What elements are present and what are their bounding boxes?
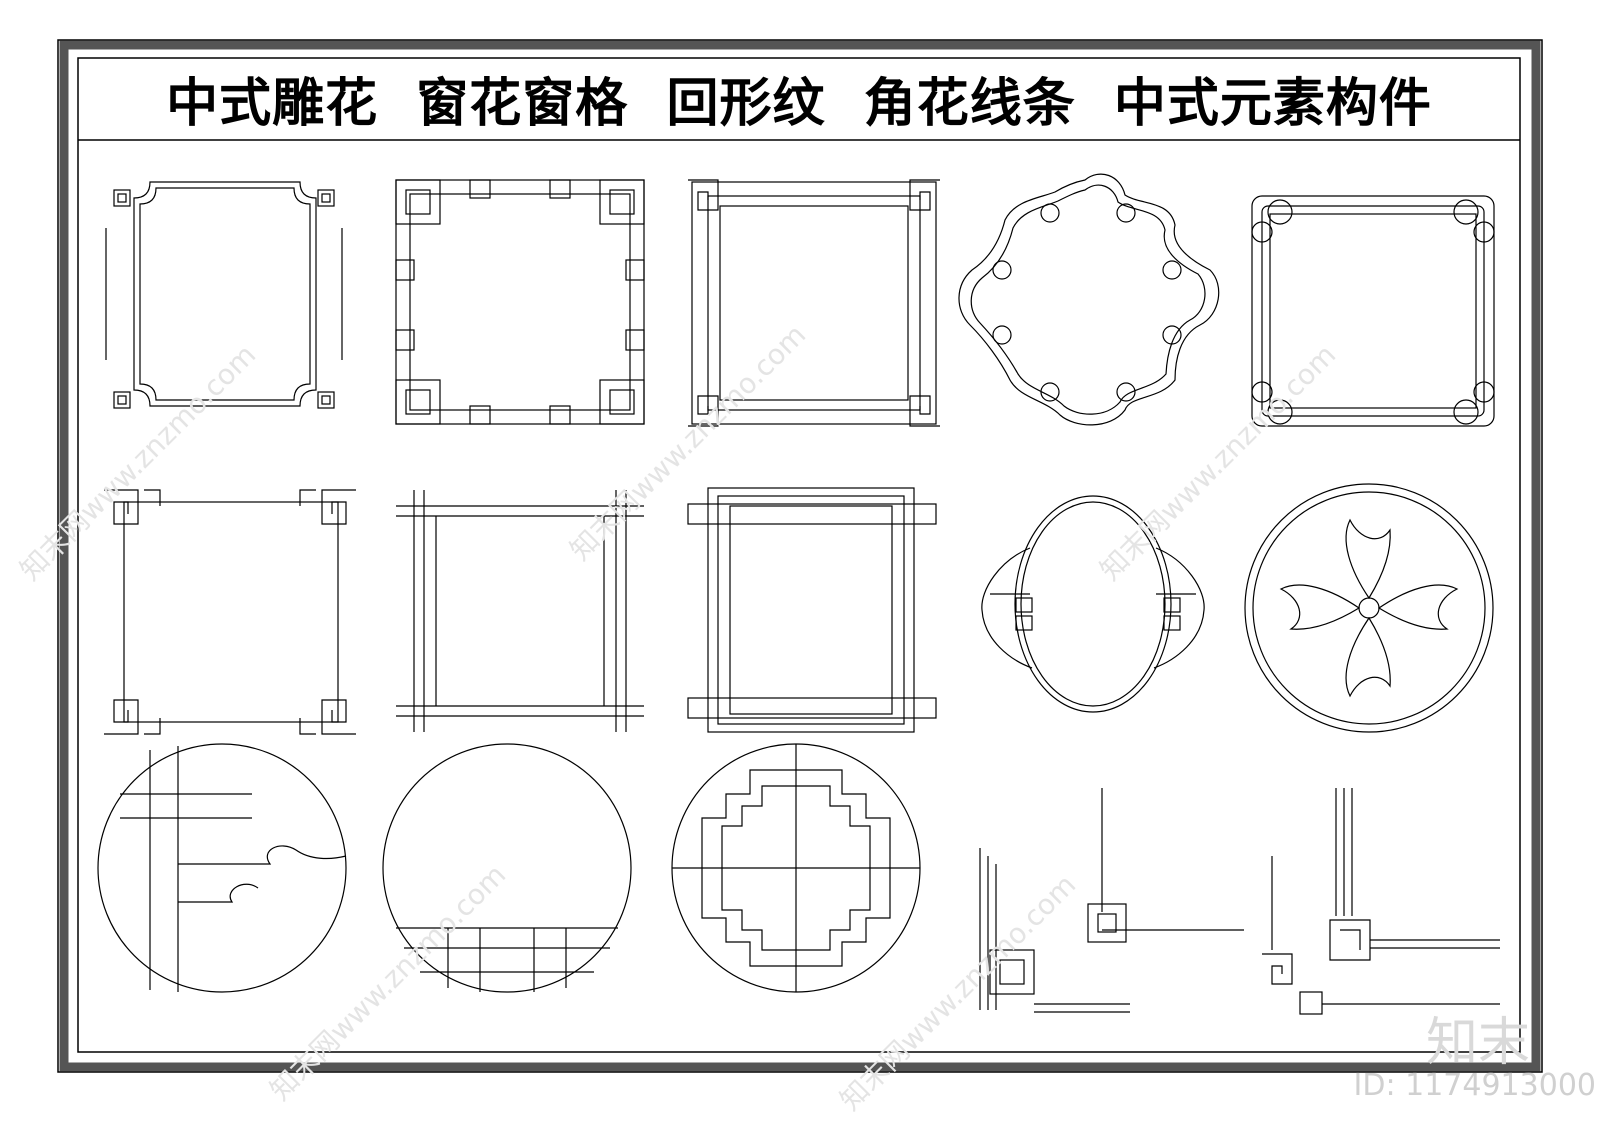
watermark-brand: 知末 — [1425, 1013, 1530, 1073]
round-window-grid — [382, 743, 632, 993]
frame-crossing-bars — [396, 490, 644, 732]
sheet-title: 中式雕花 窗花窗格 回形纹 角花线条 中式元素构件 — [166, 73, 1432, 134]
frame-oval-wings — [981, 495, 1205, 713]
frame-key-corners — [104, 489, 356, 735]
frame-concave-corners — [105, 181, 343, 409]
frame-scroll-corners — [1251, 195, 1495, 427]
watermark-id: ID: 1174913000 — [1353, 1068, 1596, 1103]
frame-cloud-cross — [958, 173, 1220, 426]
medallion-carved — [1244, 483, 1494, 733]
frame-block-corners — [687, 487, 937, 733]
corner-ornament-left — [979, 788, 1244, 1013]
frame-meander-corners — [688, 179, 940, 427]
corner-ornament-right — [1262, 788, 1500, 1015]
round-window-meander — [671, 743, 921, 993]
round-window-cloud — [97, 743, 347, 993]
frame-lattice — [395, 179, 645, 425]
sheet-frame — [57, 39, 1543, 1073]
